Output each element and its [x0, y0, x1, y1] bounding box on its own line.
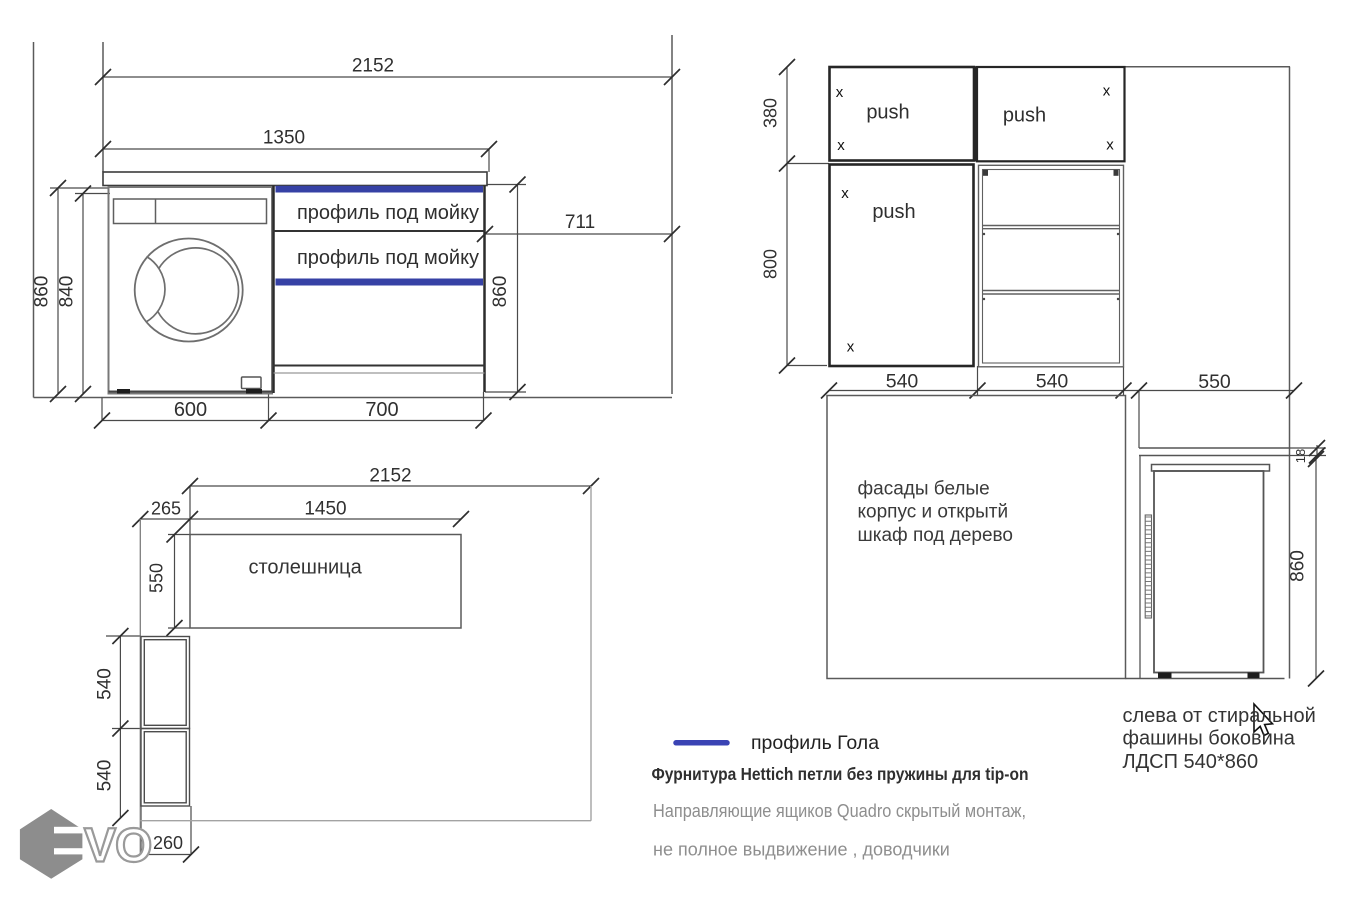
svg-text:ЛДСП 540*860: ЛДСП 540*860	[1123, 751, 1259, 773]
svg-text:540: 540	[95, 668, 116, 700]
svg-text:push: push	[866, 101, 909, 123]
svg-text:профиль Гола: профиль Гола	[751, 732, 879, 754]
svg-text:x: x	[836, 84, 844, 101]
svg-text:x: x	[847, 338, 855, 355]
svg-text:2152: 2152	[352, 56, 394, 77]
svg-text:800: 800	[761, 249, 781, 279]
svg-text:VO: VO	[84, 820, 151, 873]
svg-text:265: 265	[151, 499, 181, 519]
svg-text:push: push	[1003, 105, 1046, 127]
svg-text:слева от стиральной: слева от стиральной	[1123, 705, 1316, 727]
svg-text:550: 550	[1198, 371, 1231, 393]
svg-text:фашины боковина: фашины боковина	[1123, 728, 1296, 750]
svg-text:Направляющие ящиков Quadro скр: Направляющие ящиков Quadro скрытый монта…	[653, 801, 1026, 821]
svg-text:1350: 1350	[263, 128, 305, 149]
svg-text:фасады белые: фасады белые	[858, 479, 990, 500]
svg-text:840: 840	[57, 276, 78, 308]
svg-text:18: 18	[1293, 449, 1308, 463]
svg-text:700: 700	[365, 399, 398, 421]
svg-text:600: 600	[174, 399, 207, 421]
svg-text:не полное выдвижение , доводчи: не полное выдвижение , доводчики	[653, 840, 950, 860]
svg-text:профиль под мойку: профиль под мойку	[297, 202, 479, 224]
svg-text:x: x	[837, 137, 845, 154]
svg-text:Фурнитура Hettich петли без п: Фурнитура Hettich петли без пружины для …	[652, 764, 1029, 784]
svg-text:столешница: столешница	[249, 557, 363, 579]
svg-text:540: 540	[886, 371, 919, 393]
svg-text:860: 860	[1288, 550, 1309, 582]
svg-text:540: 540	[95, 760, 116, 792]
svg-text:711: 711	[565, 212, 595, 233]
svg-text:x: x	[841, 185, 849, 202]
svg-text:профиль под мойку: профиль под мойку	[297, 247, 479, 269]
svg-text:550: 550	[147, 563, 167, 593]
svg-text:x: x	[1103, 82, 1111, 99]
svg-text:шкаф под дерево: шкаф под дерево	[858, 525, 1014, 546]
svg-text:корпус и открытй: корпус и открытй	[858, 502, 1009, 523]
svg-text:540: 540	[1036, 371, 1069, 393]
svg-text:860: 860	[32, 276, 53, 308]
svg-text:860: 860	[490, 276, 511, 308]
svg-text:380: 380	[761, 98, 781, 128]
svg-text:push: push	[872, 201, 915, 223]
svg-text:1450: 1450	[304, 499, 346, 520]
svg-text:2152: 2152	[369, 466, 411, 487]
svg-text:260: 260	[153, 833, 183, 853]
svg-text:x: x	[1106, 137, 1114, 154]
